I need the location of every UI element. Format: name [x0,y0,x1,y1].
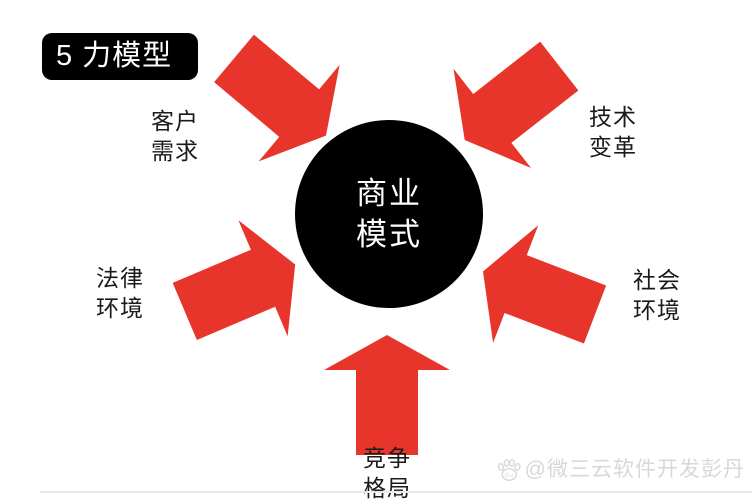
arrow-competitive-landscape [324,335,450,455]
slide-bottom-edge [40,491,752,493]
label-line: 技术 [589,104,637,130]
label-line: 法律 [96,265,144,291]
arrow-customer-needs [214,34,340,162]
arrow-legal-environment [172,220,296,340]
label-line: 变革 [589,134,637,160]
label-legal-environment: 法律 环境 [96,263,144,323]
label-customer-needs: 客户 需求 [151,106,199,166]
paw-du-text: du [504,472,513,479]
arrow-technology-change [453,41,579,169]
baidu-paw-icon: du [497,459,521,482]
center-circle-business-model: 商业 模式 [295,120,483,308]
label-line: 环境 [633,297,681,323]
arrow-social-environment [482,225,607,344]
center-circle-line2: 模式 [356,217,422,252]
label-technology-change: 技术 变革 [589,102,637,162]
label-line: 社会 [633,267,681,293]
center-circle-line1: 商业 [356,176,422,211]
title-badge: 5 力模型 [42,33,198,80]
label-line: 竞争 [363,445,411,471]
label-social-environment: 社会 环境 [633,265,681,325]
label-line: 环境 [96,295,144,321]
label-competitive-landscape: 竞争 格局 [363,443,411,500]
arrow-group [172,34,607,455]
label-line: 需求 [151,138,199,164]
watermark: du @微三云软件开发彭丹 [496,457,745,483]
label-line: 客户 [151,108,199,134]
page-title: 5 力模型 [56,40,173,72]
watermark-text: @微三云软件开发彭丹 [524,458,745,481]
label-line: 格局 [363,475,411,500]
